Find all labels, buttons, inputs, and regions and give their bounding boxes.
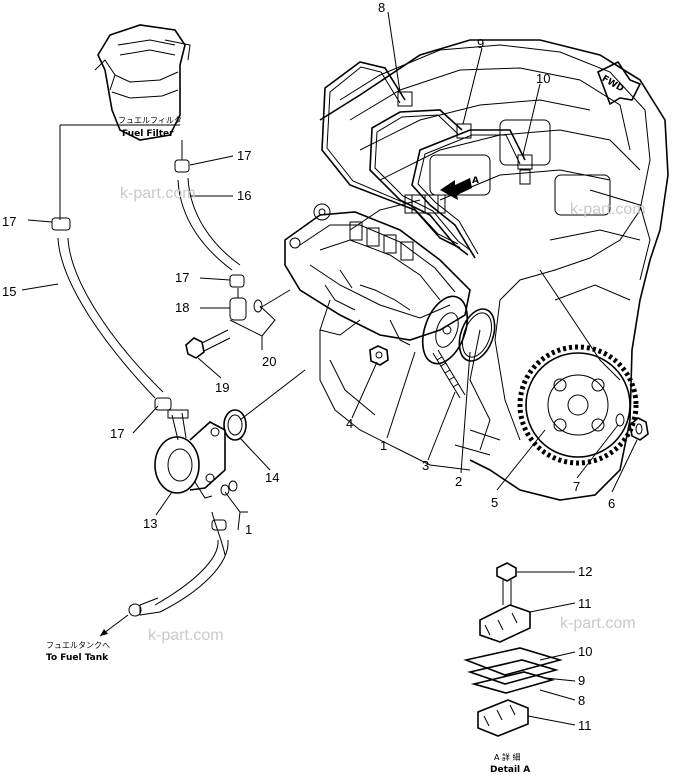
callout-20: 20	[262, 354, 276, 369]
nut-4	[369, 345, 389, 366]
callout-17b: 17	[2, 214, 16, 229]
detail-a-label-jp: A 詳 細	[494, 752, 521, 762]
tank-hose	[99, 511, 229, 637]
callout-14: 14	[265, 470, 279, 485]
callout-8: 8	[378, 0, 385, 15]
callout-10: 10	[536, 71, 550, 86]
to-tank-label-jp: フュエルタンクへ	[46, 641, 110, 650]
callout-1a: 1	[380, 438, 387, 453]
callout-9: 9	[477, 36, 484, 51]
svg-text:FWD: FWD	[600, 74, 625, 94]
fuel-filter-label-jp: フュエルフィルタ	[118, 116, 182, 125]
callout-numbers: 8 9 10 17 16 17 15 17 18 19 20 4 1 3 2 5…	[2, 0, 615, 733]
callout-3: 3	[422, 458, 429, 473]
watermark: k-part.com	[570, 201, 646, 218]
pump-gear	[517, 344, 639, 466]
stud-bolt	[432, 349, 466, 399]
fuel-filter-label-en: Fuel Filter	[122, 129, 174, 139]
nut-6	[629, 417, 649, 441]
callout-17a: 17	[237, 148, 251, 163]
callout-4: 4	[346, 416, 353, 431]
banjo-bolt	[185, 329, 231, 359]
injection-pump	[284, 203, 471, 346]
watermark: k-part.com	[560, 615, 636, 632]
callout-11b: 11	[578, 718, 592, 733]
callout-19: 19	[215, 380, 229, 395]
callout-7: 7	[573, 479, 580, 494]
injection-pipes	[321, 61, 533, 259]
callout-5: 5	[491, 495, 498, 510]
callout-17c: 17	[175, 270, 189, 285]
watermark: k-part.com	[148, 627, 224, 644]
callout-2: 2	[455, 474, 462, 489]
callout-13: 13	[143, 516, 157, 531]
fuel-filter	[94, 24, 191, 141]
callout-11a: 11	[578, 596, 592, 611]
engine-block	[319, 39, 669, 501]
callout-16: 16	[237, 188, 251, 203]
callout-6: 6	[608, 496, 615, 511]
callout-9b: 9	[578, 673, 585, 688]
callout-8b: 8	[578, 693, 585, 708]
leader-lines	[21, 11, 638, 726]
callout-10b: 10	[578, 644, 592, 659]
watermarks: k-part.com k-part.com k-part.com k-part.…	[120, 185, 646, 644]
watermark: k-part.com	[120, 185, 196, 202]
pump-drive-flange	[421, 295, 496, 365]
to-tank-label-en: To Fuel Tank	[46, 653, 109, 663]
svg-text:A: A	[472, 176, 479, 186]
text-labels: フュエルフィルタ Fuel Filter フュエルタンクへ To Fuel Ta…	[46, 116, 530, 775]
banjo-fitting	[229, 288, 263, 321]
callout-12: 12	[578, 564, 592, 579]
washer-7	[615, 413, 625, 427]
callout-1b: 1	[245, 522, 252, 537]
fuel-hoses	[51, 124, 245, 411]
view-a-arrow: A	[440, 176, 479, 200]
feed-pump	[154, 409, 238, 499]
gasket-14	[223, 409, 247, 441]
callout-17d: 17	[110, 426, 124, 441]
callout-15: 15	[2, 284, 16, 299]
fwd-arrow: FWD	[596, 60, 642, 106]
callout-18: 18	[175, 300, 189, 315]
detail-a	[463, 562, 563, 737]
detail-a-label-en: Detail A	[490, 765, 530, 775]
